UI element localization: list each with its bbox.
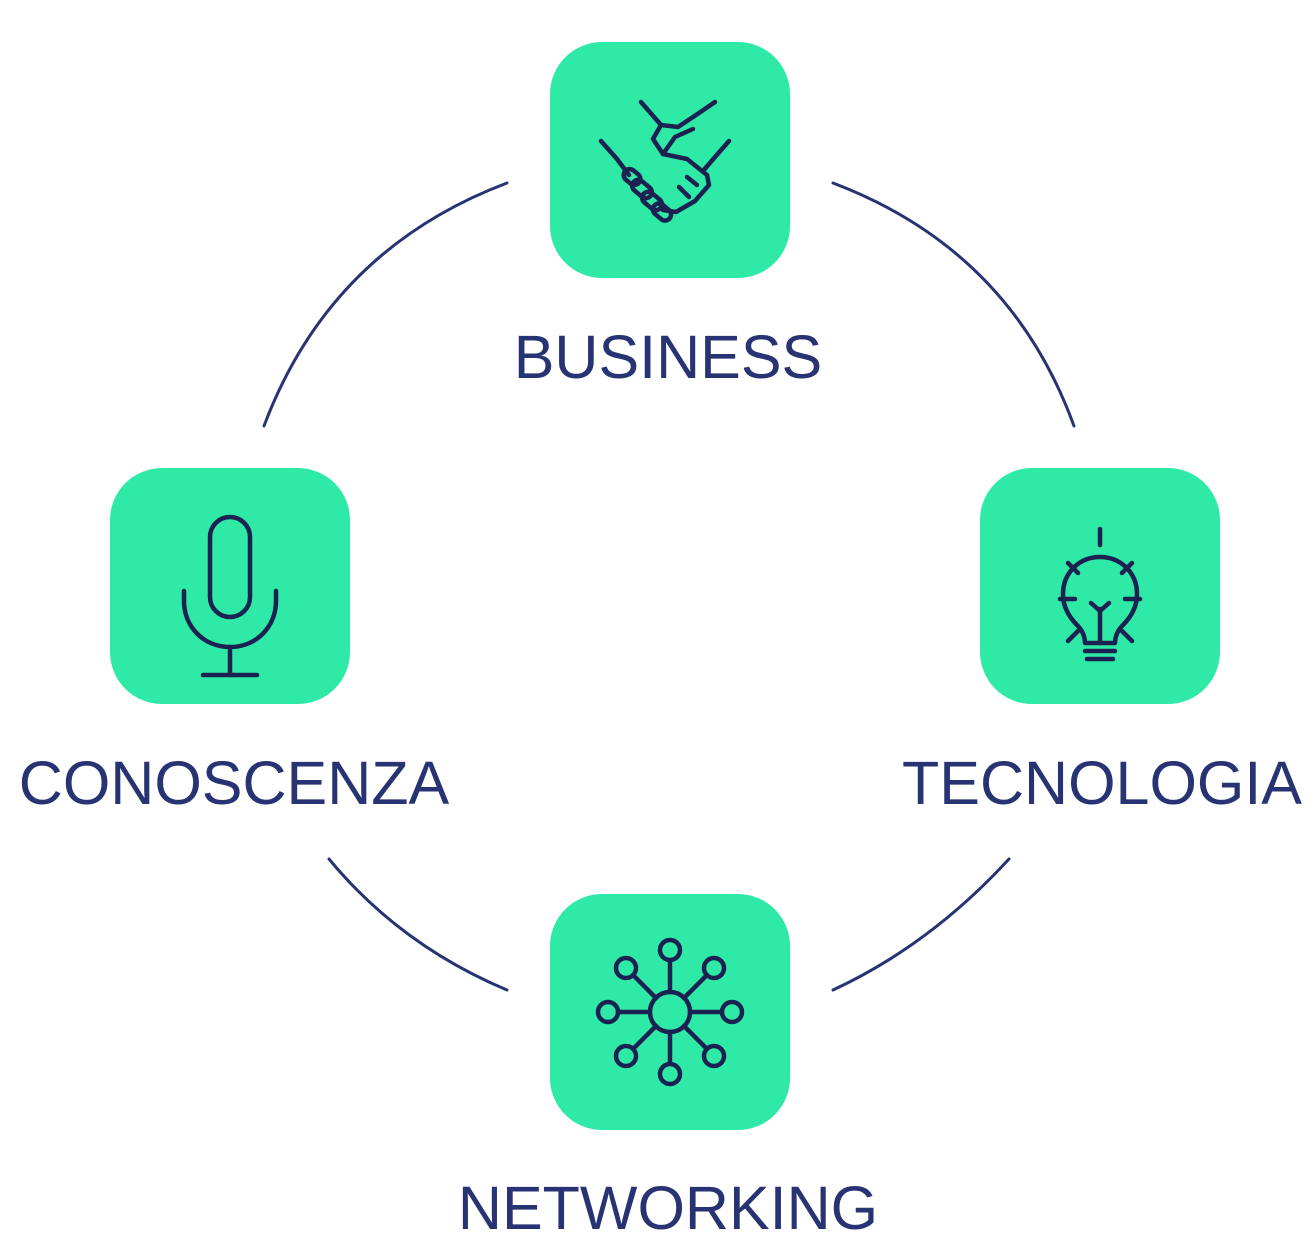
ring-arc-top-right <box>831 181 1076 428</box>
node-label-tecnologia: TECNOLOGIA <box>902 749 1302 817</box>
tecnologia-tile <box>980 468 1220 704</box>
lightbulb-icon <box>1057 526 1143 662</box>
conoscenza-tile <box>110 468 350 704</box>
networking-tile <box>550 894 790 1130</box>
ring-arc-bottom-right <box>831 857 1011 992</box>
node-label-conoscenza: CONOSCENZA <box>18 749 450 817</box>
ring-arc-top-left <box>262 181 509 428</box>
ring-arc-bottom-left <box>327 857 509 992</box>
network-icon <box>595 937 745 1087</box>
microphone-icon <box>181 514 279 678</box>
node-label-business: BUSINESS <box>513 323 823 391</box>
business-tile <box>550 42 790 278</box>
handshake-icon <box>598 99 732 223</box>
node-label-networking: NETWORKING <box>457 1174 879 1242</box>
